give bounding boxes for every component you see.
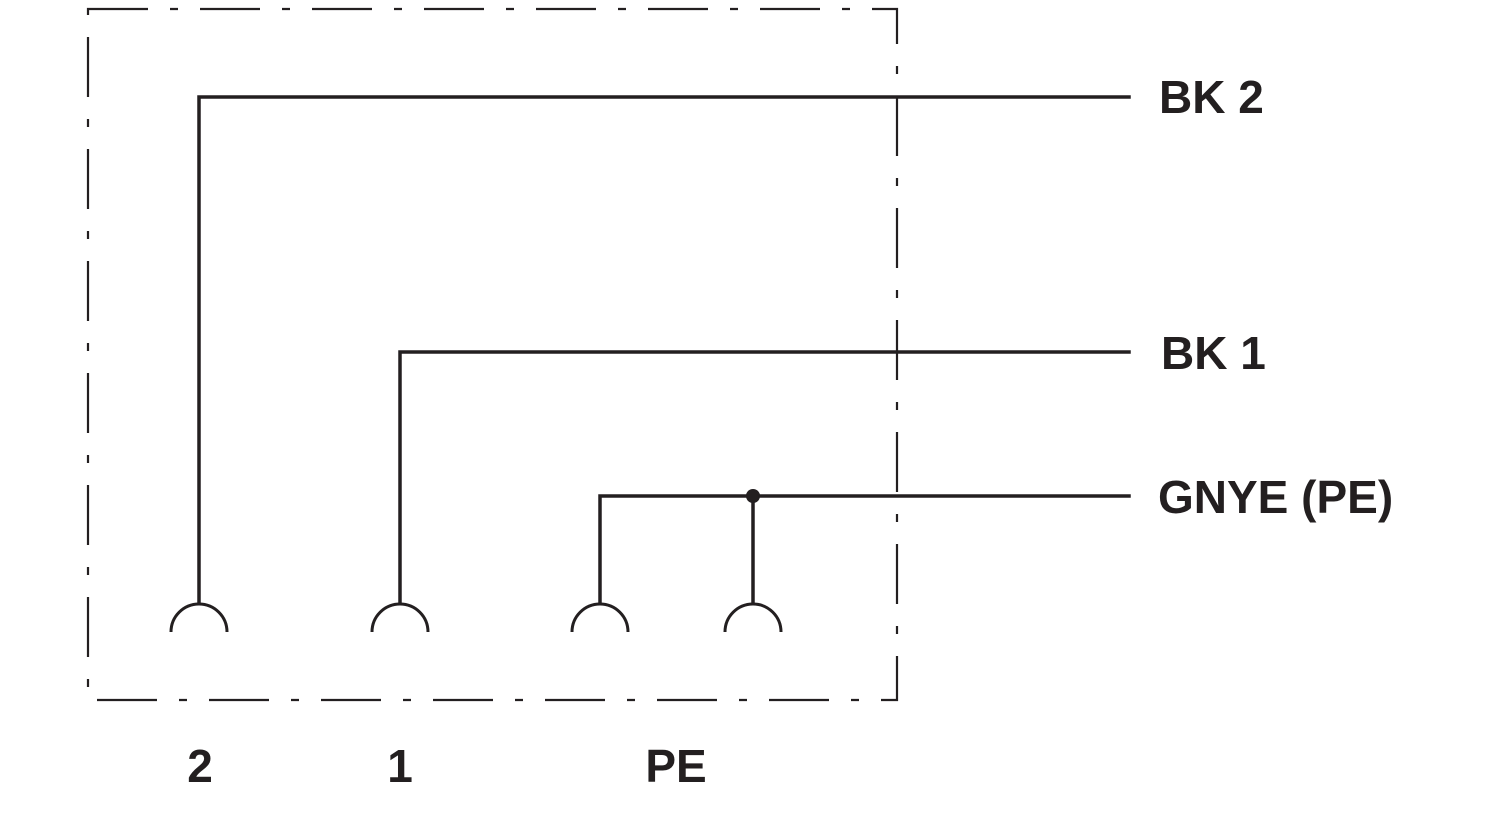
wire-gnye-pe xyxy=(598,494,1131,605)
wire-bk2 xyxy=(197,95,1131,605)
wire-label-gnye-pe: GNYE (PE) xyxy=(1158,471,1393,523)
socket-contact-1 xyxy=(370,602,430,633)
socket-contact-pe-b xyxy=(723,602,783,633)
wire-label-bk1: BK 1 xyxy=(1161,327,1266,379)
pin-label-pe: PE xyxy=(645,740,706,792)
junction-dot xyxy=(746,489,760,503)
connector-housing-boundary xyxy=(86,7,899,702)
wire-bk1 xyxy=(398,350,1131,605)
socket-contact-pe-a xyxy=(570,602,630,633)
pin-label-1: 1 xyxy=(387,740,413,792)
socket-contact-2 xyxy=(169,602,229,633)
pin-label-2: 2 xyxy=(187,740,213,792)
wire-label-bk2: BK 2 xyxy=(1159,71,1264,123)
